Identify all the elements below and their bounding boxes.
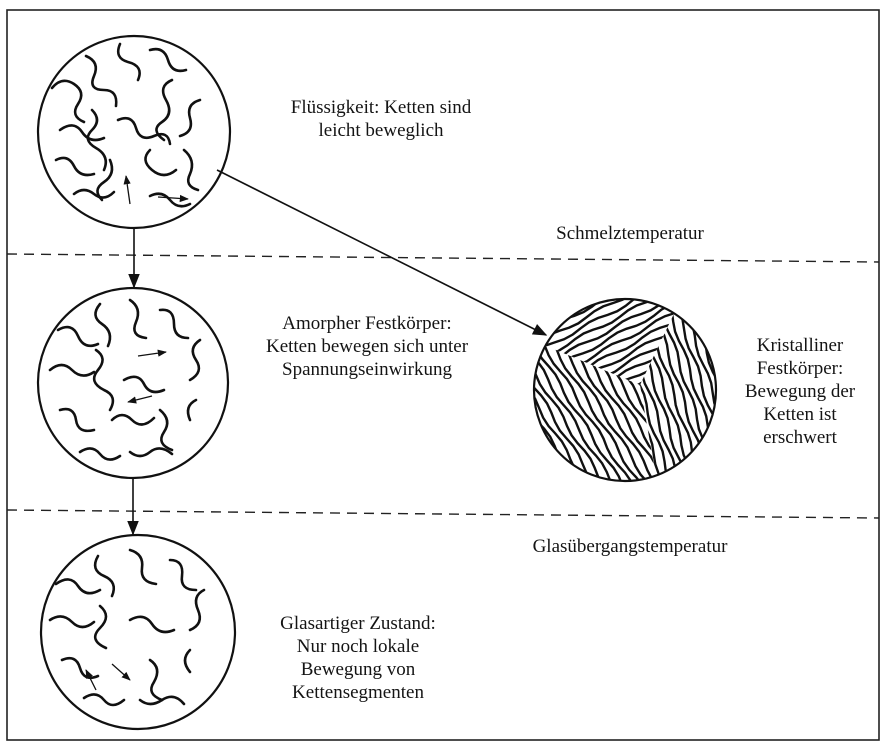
lamella-line bbox=[541, 281, 624, 528]
arrow-liquid-to-crystalline bbox=[217, 170, 546, 335]
lamella-line bbox=[506, 311, 642, 533]
liquid-chains-circle bbox=[38, 36, 230, 228]
lamella-line bbox=[493, 320, 632, 540]
lamella-line bbox=[588, 260, 724, 482]
label-amorphous-line-3: Spannungseinwirkung bbox=[222, 358, 512, 381]
lamella-line bbox=[505, 292, 589, 538]
lamella-line bbox=[533, 283, 616, 529]
label-crystalline-line-3: Bewegung der bbox=[725, 380, 875, 403]
label-glassy-line-1: Glasartiger Zustand: bbox=[238, 612, 478, 635]
label-liquid: Flüssigkeit: Ketten sind leicht beweglic… bbox=[246, 96, 516, 142]
label-glassy-line-4: Kettensegmenten bbox=[238, 681, 478, 704]
label-amorphous: Amorpher Festkörper: Ketten bewegen sich… bbox=[222, 312, 512, 381]
label-glassy: Glasartiger Zustand: Nur noch lokale Bew… bbox=[238, 612, 478, 704]
label-melting-temperature: Schmelztemperatur bbox=[520, 222, 740, 245]
glass-transition-line bbox=[7, 510, 879, 518]
label-crystalline: Kristalliner Festkörper: Bewegung der Ke… bbox=[725, 334, 875, 449]
label-glassy-line-3: Bewegung von bbox=[238, 658, 478, 681]
label-crystalline-line-4: Ketten ist bbox=[725, 403, 875, 426]
lamella-line bbox=[510, 309, 650, 528]
melting-temperature-line bbox=[7, 254, 879, 262]
glassy-chains-circle bbox=[41, 535, 235, 729]
label-liquid-line-2: leicht beweglich bbox=[246, 119, 516, 142]
lamella-line bbox=[500, 315, 635, 537]
amorphous-chains-circle bbox=[38, 288, 228, 478]
label-crystalline-line-5: erschwert bbox=[725, 426, 875, 449]
label-crystalline-line-2: Festkörper: bbox=[725, 357, 875, 380]
label-crystalline-line-1: Kristalliner bbox=[725, 334, 875, 357]
label-glass-transition-temperature: Glasübergangstemperatur bbox=[480, 535, 780, 558]
lamella-line bbox=[527, 363, 758, 483]
label-amorphous-line-2: Ketten bewegen sich unter bbox=[222, 335, 512, 358]
label-amorphous-line-1: Amorpher Festkörper: bbox=[222, 312, 512, 335]
lamella-line bbox=[608, 247, 744, 469]
lamella-line bbox=[634, 250, 717, 497]
label-glassy-line-2: Nur noch lokale bbox=[238, 635, 478, 658]
label-liquid-line-1: Flüssigkeit: Ketten sind bbox=[246, 96, 516, 119]
glass-transition-text: Glasübergangstemperatur bbox=[480, 535, 780, 558]
melting-temperature-text: Schmelztemperatur bbox=[520, 222, 740, 245]
